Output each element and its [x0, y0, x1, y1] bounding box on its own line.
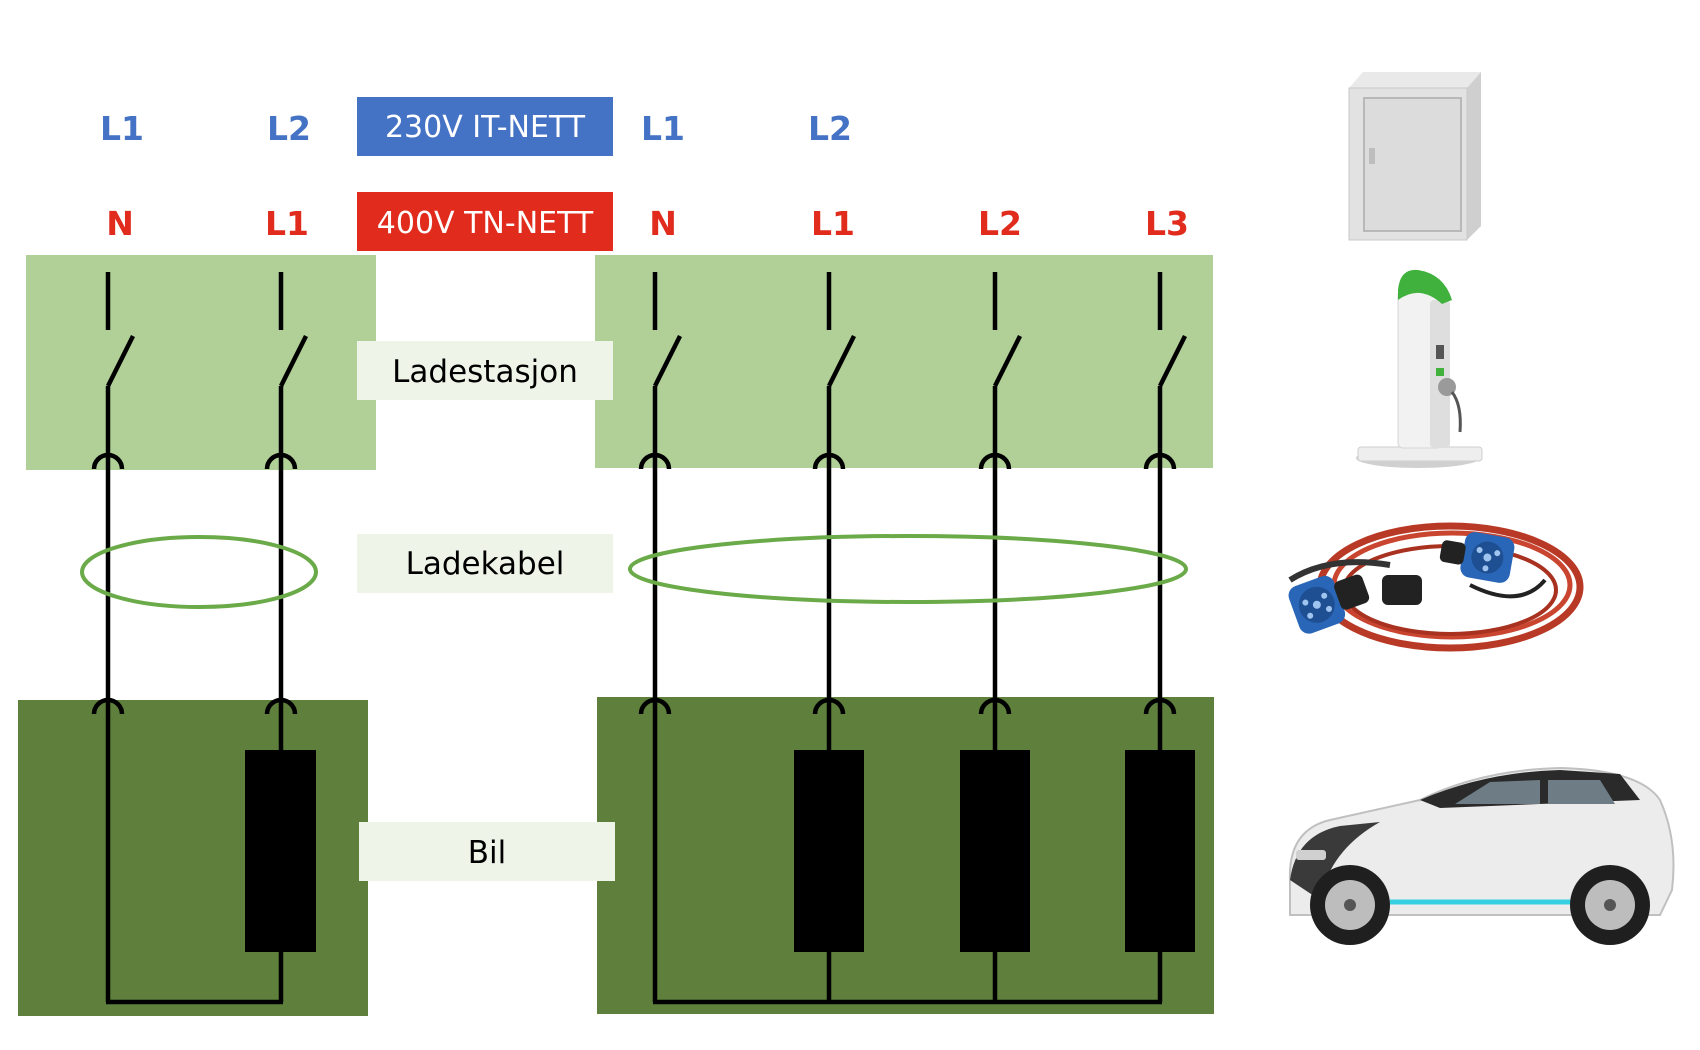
- phase-label-it-left-2: L2: [267, 109, 311, 148]
- tn-net-label: 400V TN-NETT: [377, 206, 594, 241]
- conductor-right-l2: [978, 272, 1023, 1002]
- it-net-box: [357, 97, 613, 156]
- load-right-l1: [794, 750, 864, 952]
- cabinet-image: [1348, 72, 1481, 241]
- charging-cable-image: [1288, 522, 1584, 652]
- car-label-box: [359, 822, 615, 881]
- station-label: Ladestasjon: [392, 354, 578, 390]
- conductor-right-n: [638, 272, 683, 1002]
- cable-label-box: [357, 534, 613, 593]
- phase-label-tn-left-1: N: [106, 204, 134, 243]
- it-net-label: 230V IT-NETT: [385, 110, 586, 145]
- phase-label-it-right-2: L2: [808, 109, 852, 148]
- car-image: [1288, 766, 1675, 945]
- station-panel-left: [26, 255, 376, 470]
- phase-label-tn-right-2: L1: [811, 204, 855, 243]
- load-left-l1: [245, 750, 316, 952]
- phase-label-tn-right-4: L3: [1145, 204, 1189, 243]
- phase-label-it-right-1: L1: [641, 109, 685, 148]
- station-panel-right: [595, 255, 1213, 468]
- tn-net-box: [357, 192, 613, 251]
- phase-label-tn-left-2: L1: [265, 204, 309, 243]
- car-panel-right: [597, 697, 1214, 1014]
- conductor-left-l1: [264, 272, 309, 1002]
- conductor-right-l3: [1143, 272, 1188, 1002]
- cable-ring-right: [628, 534, 1188, 604]
- conductor-right-l1: [812, 272, 857, 1002]
- load-right-l3: [1125, 750, 1195, 952]
- car-label: Bil: [468, 835, 507, 871]
- load-right-l2: [960, 750, 1030, 952]
- cable-label: Ladekabel: [406, 546, 565, 582]
- conductor-left-n: [91, 272, 136, 1002]
- station-label-box: [357, 341, 613, 400]
- charging-station-image: [1356, 269, 1483, 468]
- phase-label-tn-right-3: L2: [978, 204, 1022, 243]
- phase-label-it-left-1: L1: [100, 109, 144, 148]
- phase-label-tn-right-1: N: [649, 204, 677, 243]
- conductors: [91, 272, 1195, 1005]
- cable-ring-left: [80, 535, 318, 609]
